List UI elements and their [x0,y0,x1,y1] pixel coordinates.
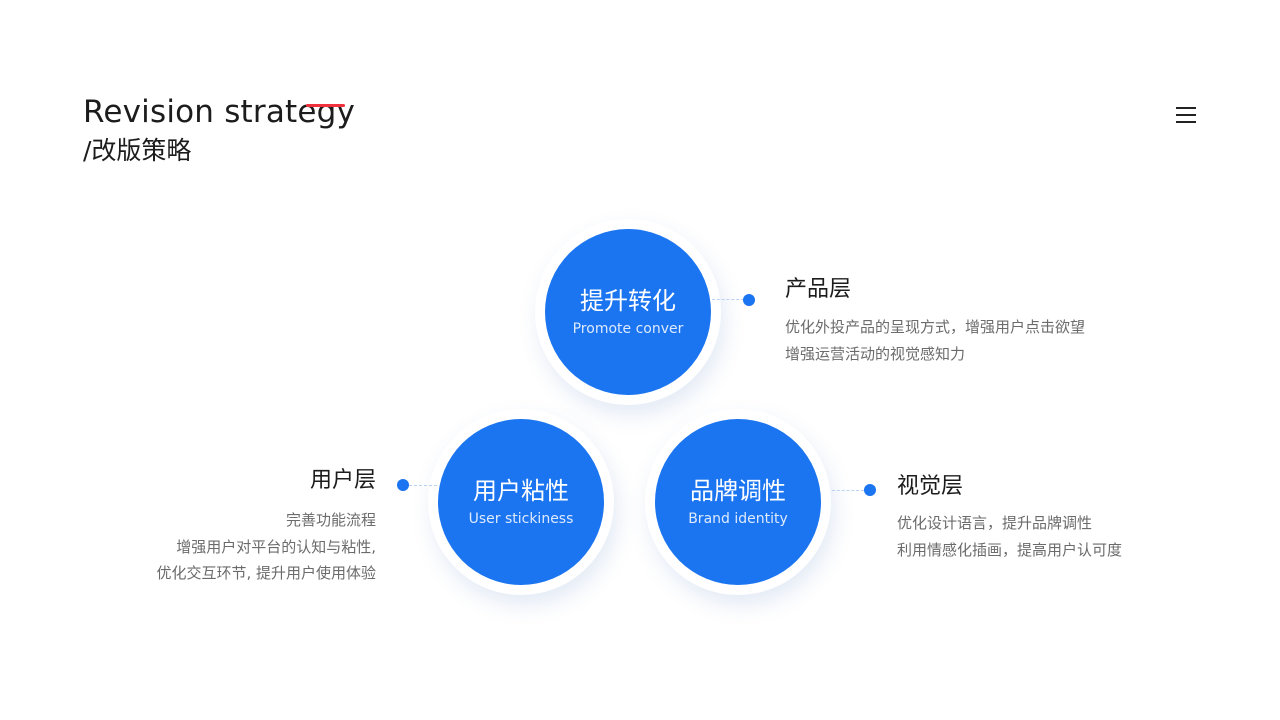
page-title-chinese: /改版策略 [83,136,192,165]
connector-line [712,299,744,300]
connector-dot [864,484,876,496]
product-layer-desc-line: 增强运营活动的视觉感知力 [785,345,966,363]
circle-subtitle: Promote conver [572,320,684,337]
circle-subtitle: Brand identity [688,510,788,527]
connector-line [409,485,437,486]
menu-bar [1176,114,1196,116]
circle-title: 用户粘性 [473,476,569,505]
product-layer-desc-line: 优化外投产品的呈现方式，增强用户点击欲望 [785,318,1086,336]
circle-brand-identity-face[interactable]: 品牌调性 Brand identity [655,419,821,585]
title-accent-line [306,104,345,107]
user-layer-heading: 用户层 [309,468,376,493]
connector-line [832,490,864,491]
circle-user-stickiness-face[interactable]: 用户粘性 User stickiness [438,419,604,585]
user-layer-desc-line: 优化交互环节, 提升用户使用体验 [156,564,376,582]
circle-title: 品牌调性 [690,476,786,505]
circle-title: 提升转化 [580,286,676,315]
menu-bar [1176,107,1196,109]
circle-user-stickiness: 用户粘性 User stickiness [428,409,614,595]
circle-brand-identity: 品牌调性 Brand identity [645,409,831,595]
visual-layer-heading: 视觉层 [897,474,964,499]
visual-layer-desc-line: 利用情感化插画，提高用户认可度 [897,541,1123,559]
page-title-english: Revision strategy [83,94,356,130]
product-layer-heading: 产品层 [785,277,852,302]
user-layer-desc-line: 完善功能流程 [285,511,376,529]
circle-subtitle: User stickiness [468,510,574,527]
hamburger-menu-icon[interactable] [1174,104,1198,126]
user-layer-desc-line: 增强用户对平台的认知与粘性, [176,538,376,556]
connector-dot [743,294,755,306]
circle-promote-conversion: 提升转化 Promote conver [535,219,721,405]
circle-promote-conversion-face[interactable]: 提升转化 Promote conver [545,229,711,395]
connector-dot [397,479,409,491]
visual-layer-desc-line: 优化设计语言，提升品牌调性 [897,514,1093,532]
menu-bar [1176,121,1196,123]
